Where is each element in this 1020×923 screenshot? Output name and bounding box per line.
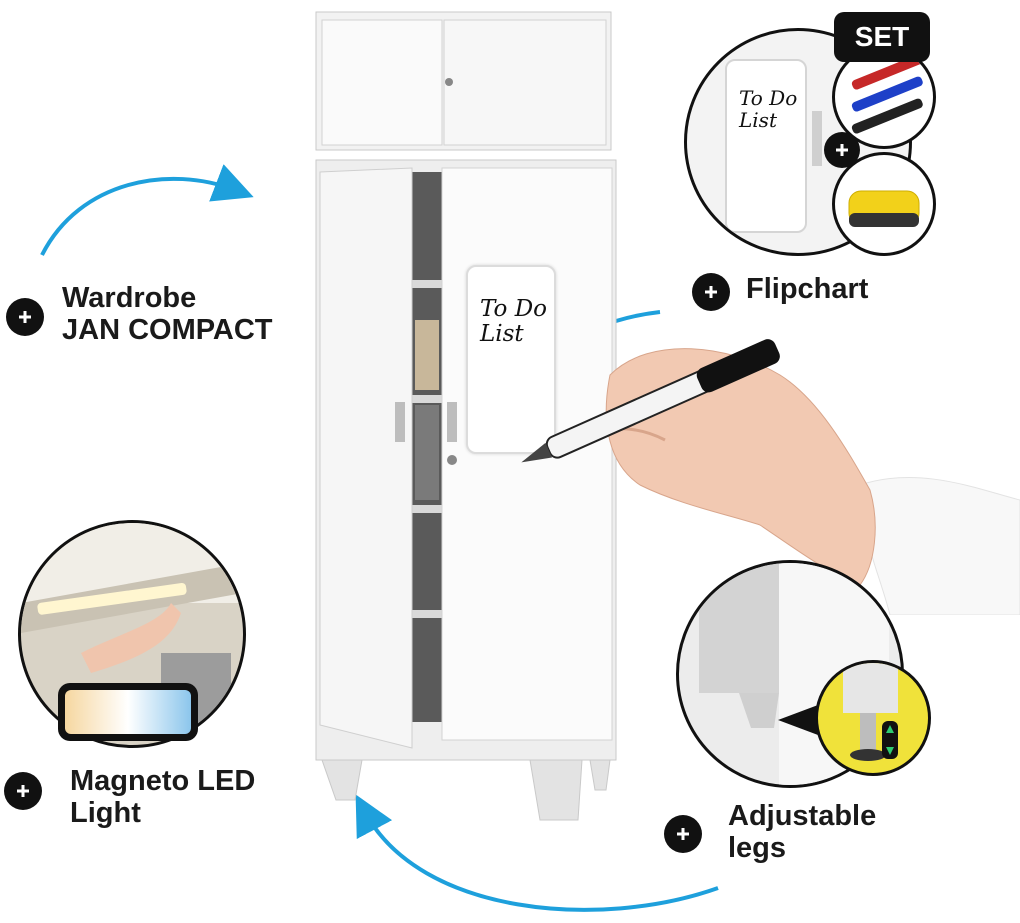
- plus-icon: [705, 286, 717, 298]
- inset-whiteboard-line2: List: [739, 108, 777, 132]
- led-label-line2: Light: [70, 797, 141, 830]
- wardrobe-illustration: [315, 11, 617, 821]
- inset-whiteboard-sheet: To Do List: [725, 59, 807, 233]
- legs-label-line2: legs: [728, 832, 787, 865]
- legs-label-line1: Adjustable: [728, 800, 877, 832]
- arrow-to-top-cabinet: [40, 164, 254, 256]
- plus-icon: [677, 828, 689, 840]
- plus-badge-wardrobe: [6, 298, 44, 336]
- pointer-triangle-icon: [778, 705, 818, 735]
- arrow-to-legs: [355, 794, 719, 912]
- plus-badge-legs: [664, 815, 702, 853]
- set-badge: SET: [834, 12, 930, 62]
- whiteboard-sheet: To Do List: [466, 265, 556, 454]
- led-label-line1: Magneto LED: [70, 765, 256, 797]
- wardrobe-label-line1: Wardrobe: [62, 282, 197, 314]
- plus-icon: [836, 144, 848, 156]
- led-label: Magneto LED Light: [70, 765, 255, 830]
- whiteboard-text-line2: List: [480, 321, 524, 348]
- legs-label: Adjustable legs: [728, 800, 876, 865]
- flipchart-label: Flipchart: [746, 273, 869, 305]
- leg-closeup-inset: [815, 660, 931, 776]
- hand-with-marker-image: [521, 339, 1020, 615]
- inset-whiteboard-line1: To Do: [739, 86, 798, 110]
- plus-badge-led: [4, 772, 42, 810]
- plus-icon: [19, 311, 31, 323]
- sponge-eraser-inset: [832, 152, 936, 256]
- whiteboard-text-line1: To Do: [480, 296, 548, 322]
- plus-icon: [17, 785, 29, 797]
- color-temperature-badge: [58, 683, 198, 741]
- inset-door-handle: [812, 111, 822, 166]
- plus-badge-flipchart: [692, 273, 730, 311]
- plus-badge-set: [824, 132, 860, 168]
- wardrobe-label-line2: JAN COMPACT: [62, 314, 273, 347]
- wardrobe-label: Wardrobe JAN COMPACT: [62, 282, 273, 347]
- markers-inset: [832, 45, 936, 149]
